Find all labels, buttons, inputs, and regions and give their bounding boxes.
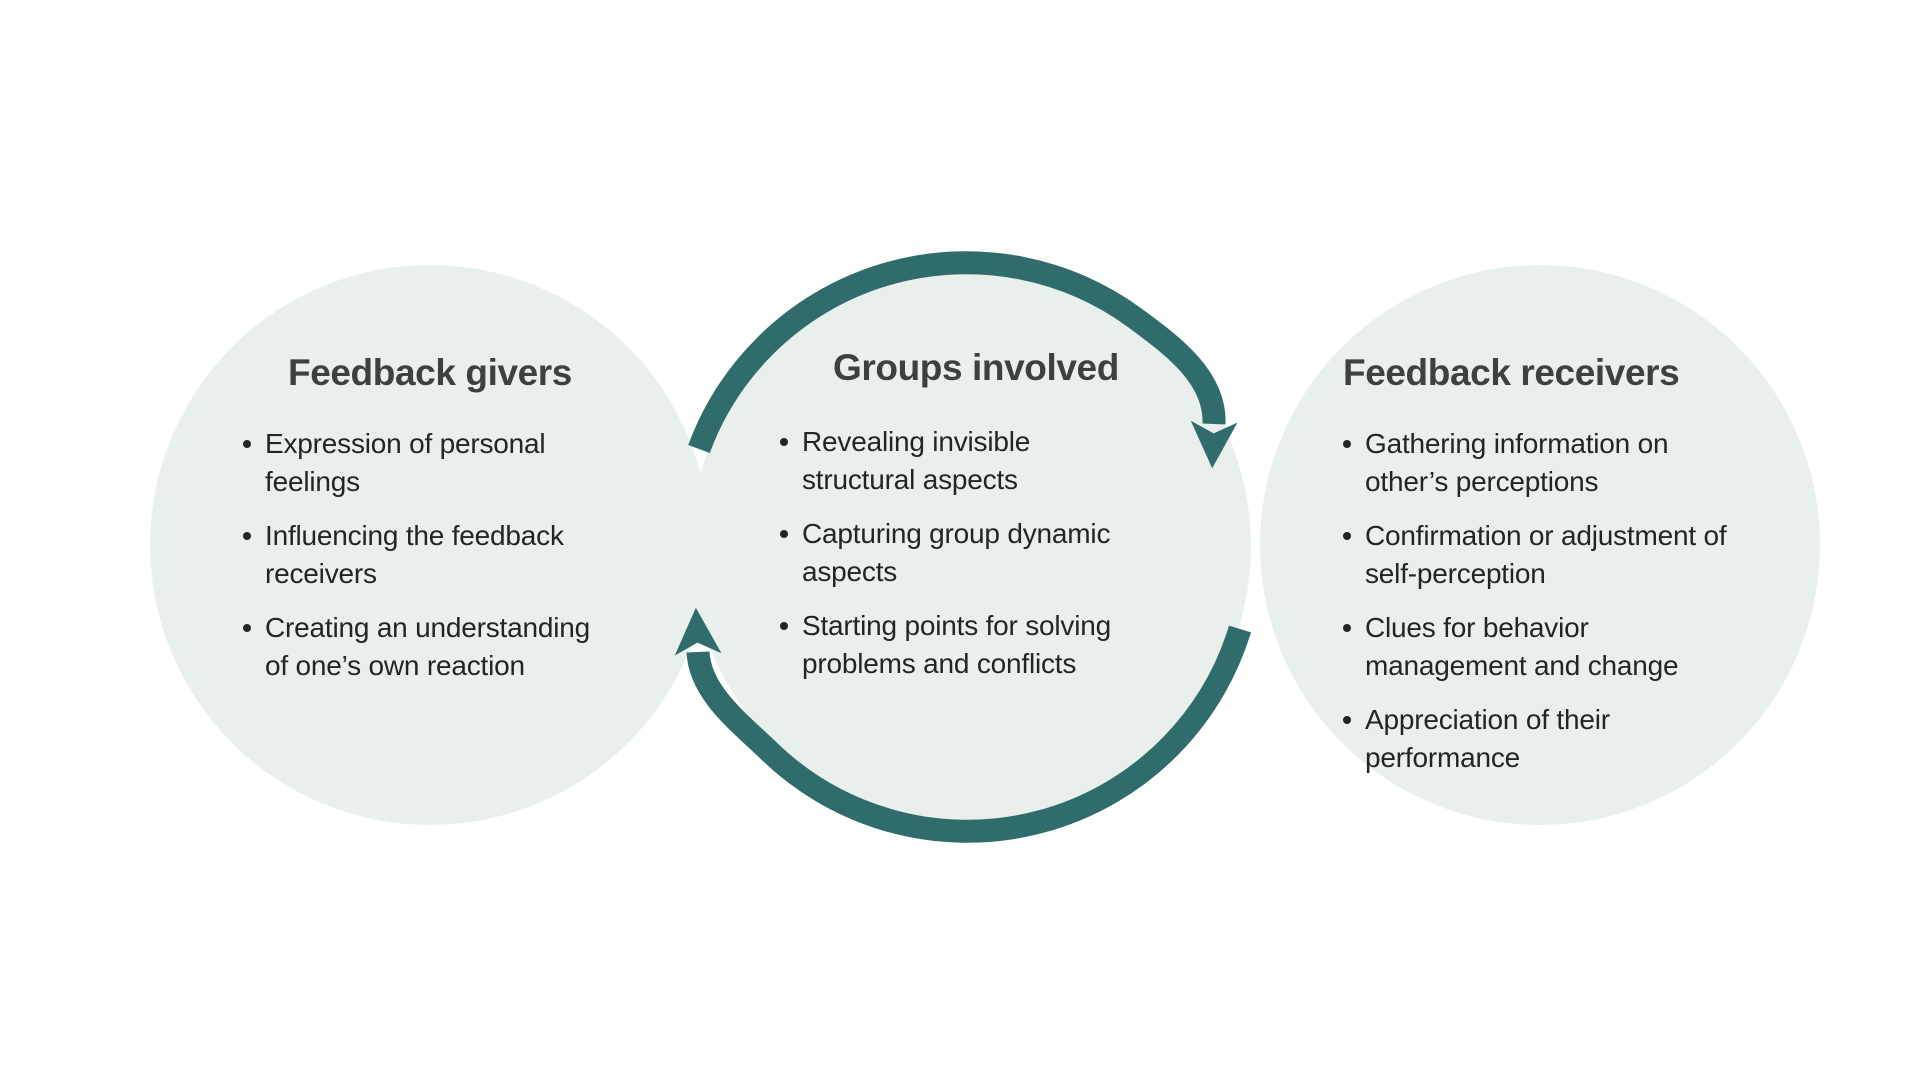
circle-feedback-receivers (1260, 265, 1820, 825)
bullet-dot (780, 622, 788, 630)
bullet-line: Revealing invisible (802, 426, 1031, 457)
bullet-dot (1343, 716, 1351, 724)
bullet-line: Confirmation or adjustment of (1365, 520, 1727, 551)
bullet-dot (780, 530, 788, 538)
feedback-receivers-list: Gathering information on other’s percept… (1340, 425, 1727, 793)
bullet-dot (1343, 440, 1351, 448)
groups-involved-list: Revealing invisible structural aspects C… (777, 423, 1111, 699)
bullet-line: Creating an understanding (265, 612, 591, 643)
list-item: Revealing invisible structural aspects (777, 423, 1111, 499)
bullet-line: aspects (802, 556, 898, 587)
list-item: Confirmation or adjustment of self-perce… (1340, 517, 1727, 593)
bullet-line: receivers (265, 558, 377, 589)
title-groups-involved: Groups involved (833, 347, 1119, 388)
bullet-dot (1343, 624, 1351, 632)
list-item: Appreciation of their performance (1340, 701, 1726, 777)
bullet-dot (243, 532, 251, 540)
list-item: Influencing the feedback receivers (240, 517, 590, 593)
list-item: Creating an understanding of one’s own r… (240, 609, 590, 685)
bullet-dot (243, 624, 251, 632)
title-feedback-givers: Feedback givers (288, 352, 572, 393)
bullet-dot (1343, 532, 1351, 540)
bullet-line: other’s perceptions (1365, 466, 1599, 497)
circle-feedback-givers (150, 265, 710, 825)
bullet-line: management and change (1365, 650, 1679, 681)
bullet-line: structural aspects (802, 464, 1018, 495)
bullet-dot (780, 438, 788, 446)
bullet-line: feelings (265, 466, 360, 497)
bullet-line: Appreciation of their (1365, 704, 1610, 735)
list-item: Expression of personal feelings (240, 425, 590, 501)
bullet-line: Capturing group dynamic (802, 518, 1111, 549)
list-item: Clues for behavior management and change (1340, 609, 1726, 685)
bullet-line: Expression of personal (265, 428, 546, 459)
feedback-givers-list: Expression of personal feelings Influenc… (240, 425, 590, 701)
list-item: Starting points for solving problems and… (777, 607, 1111, 683)
list-item: Capturing group dynamic aspects (777, 515, 1111, 591)
list-item: Gathering information on other’s percept… (1340, 425, 1726, 501)
bullet-dot (243, 440, 251, 448)
bullet-line: of one’s own reaction (265, 650, 525, 681)
bullet-line: Gathering information on (1365, 428, 1669, 459)
bullet-line: self-perception (1365, 558, 1546, 589)
bullet-line: Clues for behavior (1365, 612, 1589, 643)
bullet-line: Starting points for solving (802, 610, 1111, 641)
bullet-line: Influencing the feedback (265, 520, 564, 551)
title-feedback-receivers: Feedback receivers (1343, 352, 1680, 393)
bullet-line: performance (1365, 742, 1520, 773)
bullet-line: problems and conflicts (802, 648, 1077, 679)
